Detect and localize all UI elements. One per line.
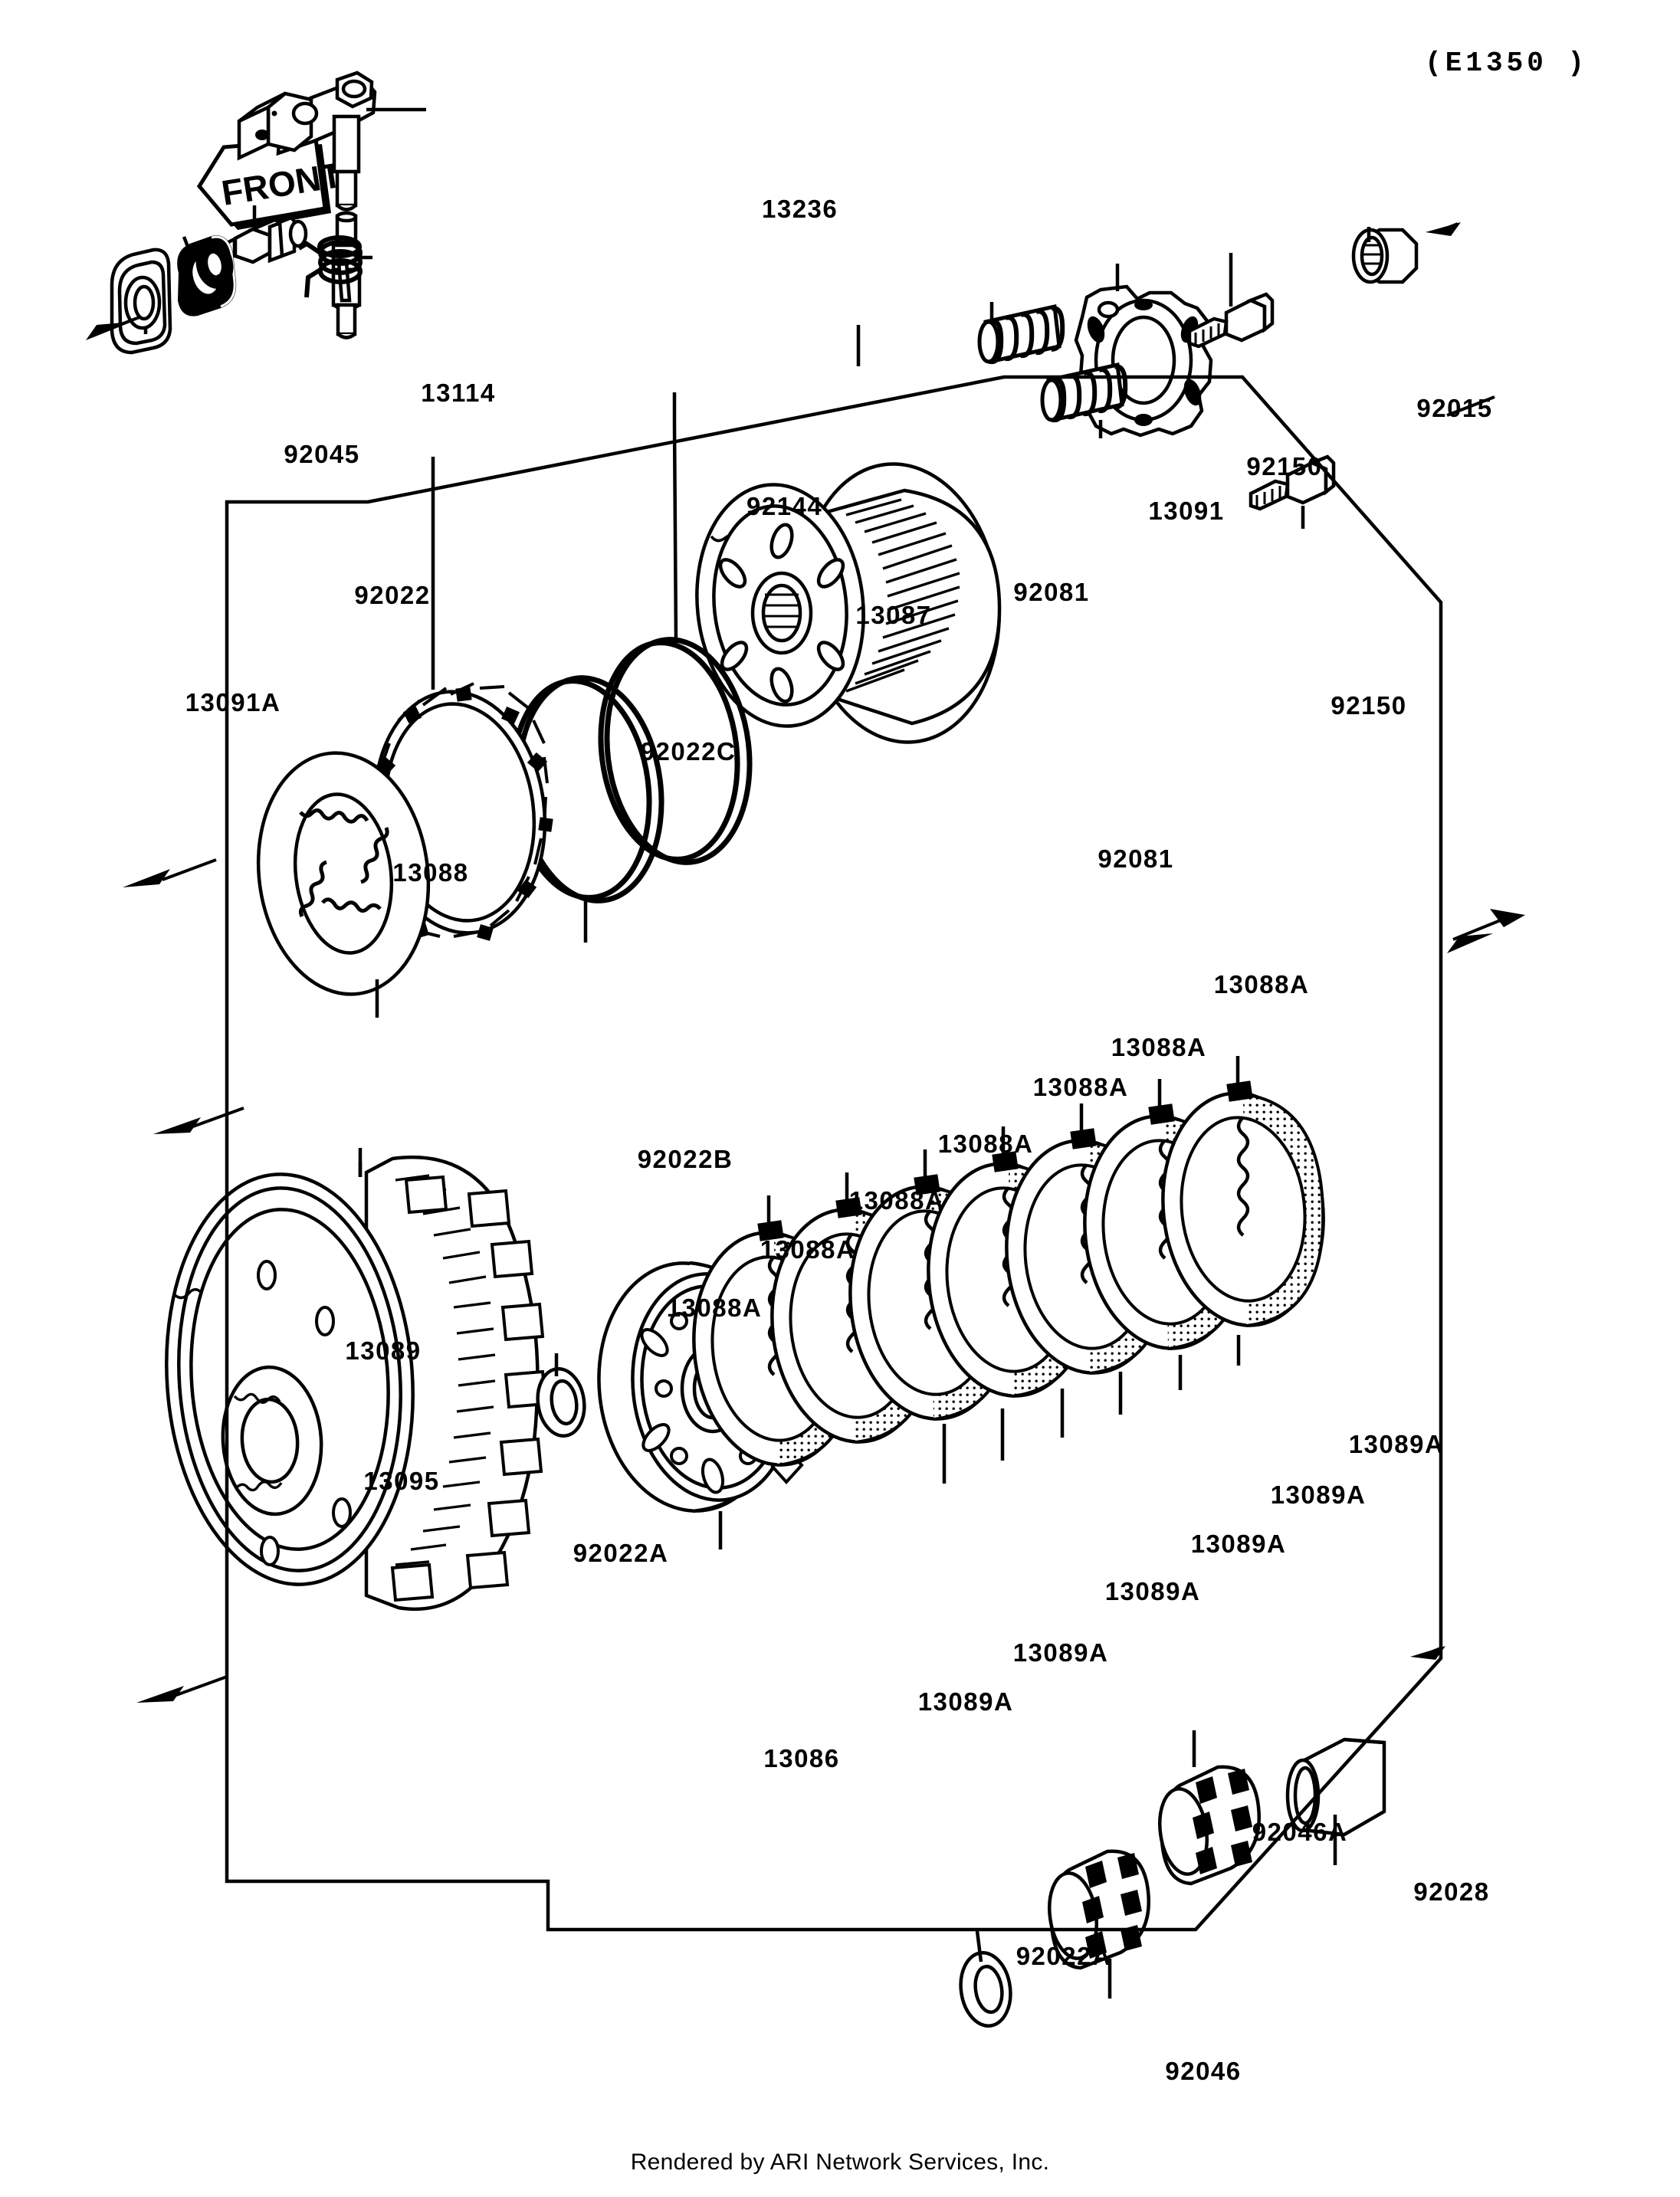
part-label-washer-c: 92022C (640, 737, 737, 766)
part-shape-92015 (1351, 228, 1419, 284)
arrow-out-right-top (1426, 222, 1461, 236)
part-label-clutch-release-rod: 13114 (421, 379, 496, 407)
part-shape-13091 (1074, 284, 1213, 438)
part-label-steel-plate-a-6: 13089A (917, 1687, 1014, 1716)
part-label-release-bearing-holder: 13091A (185, 688, 281, 716)
part-label-washer-a-lower: 92022A (1016, 1942, 1112, 1970)
part-label-clutch-hub-plate: 13086 (763, 1744, 840, 1772)
part-label-friction-plate-a-7: 13088A (666, 1294, 763, 1322)
part-label-clutch-spring-lower: 92081 (1098, 844, 1174, 873)
part-shape-92144 (297, 235, 363, 298)
part-label-steel-plate: 13089 (345, 1336, 422, 1365)
part-label-steel-plate-a-1: 13089A (1348, 1430, 1445, 1458)
part-label-clutch-spring-upper: 92081 (1013, 578, 1090, 606)
part-label-steel-plate-a-3: 13089A (1190, 1530, 1287, 1558)
part-shape-92022A-lower (959, 1951, 1012, 2028)
part-label-friction-plate-a-4: 13088A (937, 1130, 1034, 1158)
part-label-clutch-pressure-plate: 13091 (1148, 497, 1225, 525)
boundary-arrow-top-right (1446, 395, 1495, 417)
diagram-boundary (225, 375, 1443, 1932)
footer-credit: Rendered by ARI Network Services, Inc. (630, 2149, 1050, 2175)
part-label-friction-plate-a-5: 13088A (848, 1186, 945, 1215)
part-label-friction-plate-a-6: 13088A (760, 1235, 856, 1264)
part-label-washer-b: 92022B (637, 1145, 733, 1173)
diagram-code: (E1350 ) (1425, 48, 1588, 79)
boundary-arrow-right-mid (1447, 909, 1525, 953)
part-label-needle-bearing-a: 92046A (1252, 1818, 1348, 1846)
part-shape-13089 (256, 751, 431, 996)
front-arrow-marker: FRONT (196, 137, 345, 230)
part-label-friction-plate-a-3: 13088A (1032, 1073, 1129, 1101)
leader-13095 (136, 1675, 228, 1703)
part-shape-13088 (371, 682, 553, 941)
part-label-bolt-upper: 92150 (1246, 452, 1323, 480)
part-label-ball-bearing: 92045 (284, 440, 360, 468)
part-label-clutch-housing: 13095 (363, 1467, 440, 1495)
part-label-steel-plate-a-5: 13089A (1012, 1638, 1109, 1667)
part-label-sleeve-bushing: 92028 (1413, 1877, 1490, 1906)
part-shape-13091A (110, 248, 172, 355)
part-shape-92150-lower (1249, 454, 1336, 511)
part-label-friction-plate-a-2: 13088A (1111, 1033, 1207, 1061)
part-label-clutch-release-shaft: 13236 (762, 195, 838, 223)
part-shape-92150-upper (1187, 292, 1275, 349)
part-shape-13095 (165, 1155, 548, 1612)
leader-13091A (86, 316, 140, 340)
leader-13089 (153, 1107, 244, 1134)
part-shape-92022C (598, 637, 753, 865)
part-shape-92081-upper (977, 303, 1065, 365)
part-label-steel-plate-a-4: 13089A (1104, 1577, 1201, 1605)
part-label-clutch-hub: 13087 (855, 601, 932, 629)
boundary-arrow-left-upper (123, 858, 217, 887)
part-shape-92046A (1158, 1765, 1261, 1886)
part-shape-92022 (195, 240, 234, 289)
part-shape-92046 (1048, 1849, 1150, 1970)
part-label-nut: 92015 (1416, 394, 1493, 422)
part-label-friction-plate-a-1: 13088A (1213, 970, 1310, 998)
clutch-plate-stack (692, 1080, 1325, 1467)
part-label-friction-plate: 13088 (392, 858, 469, 887)
part-label-washer-a-upper: 92022A (573, 1539, 669, 1567)
part-label-washer: 92022 (354, 581, 431, 609)
part-shape-13087 (695, 462, 1002, 744)
part-label-torsion-spring: 92144 (746, 492, 823, 520)
part-label-needle-bearing: 92046 (1165, 2057, 1242, 2085)
part-label-bolt-lower: 92150 (1331, 691, 1407, 720)
part-label-steel-plate-a-2: 13089A (1270, 1481, 1367, 1509)
